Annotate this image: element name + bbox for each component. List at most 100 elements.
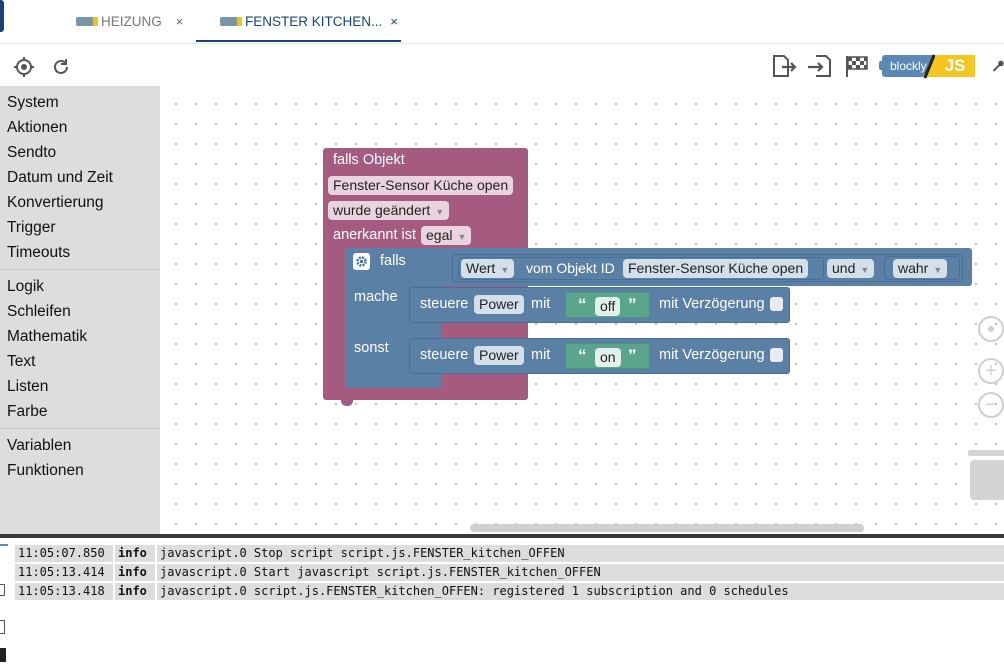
value-field-text: Wert (466, 260, 496, 276)
dropdown-arrow-icon: ▼ (457, 232, 467, 242)
value-dropdown[interactable]: Wert ▼ (461, 259, 515, 278)
clear-icon[interactable] (0, 648, 6, 662)
gear-icon[interactable] (353, 253, 370, 270)
control-with-label: mit (531, 296, 551, 312)
operator-dropdown[interactable]: und ▼ (827, 259, 875, 278)
control-label: steuere (420, 296, 469, 312)
category-system[interactable]: System (7, 94, 59, 111)
tab-heizung[interactable]: blockly HEIZUNG × (76, 0, 183, 43)
js-label: JS (922, 55, 976, 77)
text-block-off[interactable]: “ off ” (565, 292, 650, 318)
flag-icon[interactable] (843, 53, 871, 79)
active-tab-indicator (196, 40, 401, 42)
refresh-icon[interactable] (49, 55, 73, 79)
trigger-object-field[interactable]: Fenster-Sensor Küche open (328, 176, 514, 195)
category-divider (0, 428, 160, 429)
log-row: 11:05:13.418 info javascript.0 script.js… (15, 583, 1004, 600)
control-label: steuere (420, 347, 469, 363)
ack-label: anerkannt ist (333, 227, 417, 243)
trash-icon[interactable] (968, 447, 1004, 502)
dropdown-arrow-icon: ▼ (435, 207, 445, 217)
control-target-field[interactable]: Power (474, 346, 524, 365)
do-label: mache (354, 289, 398, 305)
category-mathematik[interactable]: Mathematik (7, 328, 88, 345)
category-text[interactable]: Text (7, 353, 36, 370)
category-timeouts[interactable]: Timeouts (7, 244, 71, 261)
control-with-label: mit (531, 347, 551, 363)
log-time: 11:05:13.414 (15, 564, 113, 581)
recenter-icon[interactable] (978, 316, 1004, 342)
text-value[interactable]: off (595, 297, 621, 316)
blockly-workspace[interactable]: falls Objekt Fenster-Sensor Küche open w… (160, 86, 1004, 534)
blockly-js-switch[interactable]: blockly JS (879, 54, 976, 79)
category-farbe[interactable]: Farbe (7, 403, 48, 420)
scroll-lock-icon[interactable] (0, 544, 8, 546)
trigger-title: falls Objekt (333, 152, 405, 168)
tab-label: HEIZUNG (101, 14, 162, 29)
category-logik[interactable]: Logik (7, 278, 45, 295)
text-block-on[interactable]: “ on ” (565, 343, 650, 369)
trigger-mode-dropdown[interactable]: wurde geändert▼ (328, 201, 450, 220)
open-quote-icon: “ (578, 346, 587, 365)
log-row: 11:05:13.414 info javascript.0 Start jav… (15, 564, 1004, 581)
copy-icon[interactable] (0, 584, 5, 596)
category-divider (0, 269, 160, 270)
category-listen[interactable]: Listen (7, 378, 49, 395)
log-toolbar (0, 542, 12, 667)
horizontal-scrollbar[interactable] (470, 524, 864, 532)
log-row: 11:05:07.850 info javascript.0 Stop scri… (15, 545, 1004, 562)
ack-dropdown[interactable]: egal ▼ (421, 226, 472, 245)
if-label: falls (380, 253, 406, 269)
category-trigger[interactable]: Trigger (7, 219, 56, 236)
dropdown-arrow-icon: ▼ (500, 265, 510, 275)
log-level: info (115, 564, 155, 581)
zoom-in-icon[interactable]: + (978, 358, 1004, 384)
boolean-dropdown[interactable]: wahr ▼ (893, 259, 948, 278)
zoom-out-icon[interactable]: − (978, 392, 1004, 418)
export-icon[interactable] (770, 53, 798, 79)
log-message: javascript.0 Start javascript script.js.… (157, 564, 1004, 581)
log-message: javascript.0 script.js.FENSTER_kitchen_O… (157, 583, 1004, 600)
log-level: info (115, 545, 155, 562)
tab-fenster-kitchen[interactable]: blockly FENSTER KITCHEN... × (220, 0, 398, 43)
ack-value: egal (426, 227, 453, 243)
close-icon[interactable]: × (175, 14, 184, 29)
block-category-sidebar: System Aktionen Sendto Datum und Zeit Ko… (0, 86, 160, 534)
close-quote-icon: ” (628, 346, 637, 365)
log-panel: 11:05:07.850 info javascript.0 Stop scri… (0, 534, 1004, 663)
log-time: 11:05:13.418 (15, 583, 113, 600)
log-message: javascript.0 Stop script script.js.FENST… (157, 545, 1004, 562)
open-quote-icon: “ (578, 295, 587, 314)
delay-checkbox[interactable] (770, 297, 783, 311)
close-quote-icon: ” (628, 295, 637, 314)
category-konvertierung[interactable]: Konvertierung (7, 194, 104, 211)
dropdown-arrow-icon: ▼ (933, 265, 943, 275)
category-sendto[interactable]: Sendto (7, 144, 57, 161)
log-time: 11:05:07.850 (15, 545, 113, 562)
else-label: sonst (354, 340, 389, 356)
operator-value: und (832, 260, 856, 276)
clipboard-icon[interactable] (0, 620, 5, 634)
category-schleifen[interactable]: Schleifen (7, 303, 71, 320)
category-funktionen[interactable]: Funktionen (7, 462, 84, 479)
import-icon[interactable] (806, 53, 834, 79)
category-datum-und-zeit[interactable]: Datum und Zeit (7, 169, 113, 186)
tab-label: FENSTER KITCHEN... (245, 14, 383, 29)
log-level: info (115, 583, 155, 600)
wrench-icon[interactable] (990, 55, 1004, 77)
boolean-value: wahr (898, 260, 929, 276)
category-aktionen[interactable]: Aktionen (7, 119, 68, 136)
app-edge-marker (0, 0, 4, 32)
editor-toolbar: blockly JS (0, 45, 1004, 85)
blockly-icon: blockly (220, 17, 242, 26)
close-icon[interactable]: × (390, 14, 398, 29)
delay-checkbox[interactable] (770, 348, 783, 362)
locate-icon[interactable] (12, 55, 36, 79)
category-variablen[interactable]: Variablen (7, 437, 72, 454)
delay-label: mit Verzögerung (659, 296, 765, 312)
control-target-field[interactable]: Power (474, 295, 524, 314)
blockly-icon: blockly (76, 17, 98, 26)
text-value[interactable]: on (595, 348, 621, 367)
dropdown-arrow-icon: ▼ (860, 265, 870, 275)
object-id-field[interactable]: Fenster-Sensor Küche open (623, 259, 809, 278)
